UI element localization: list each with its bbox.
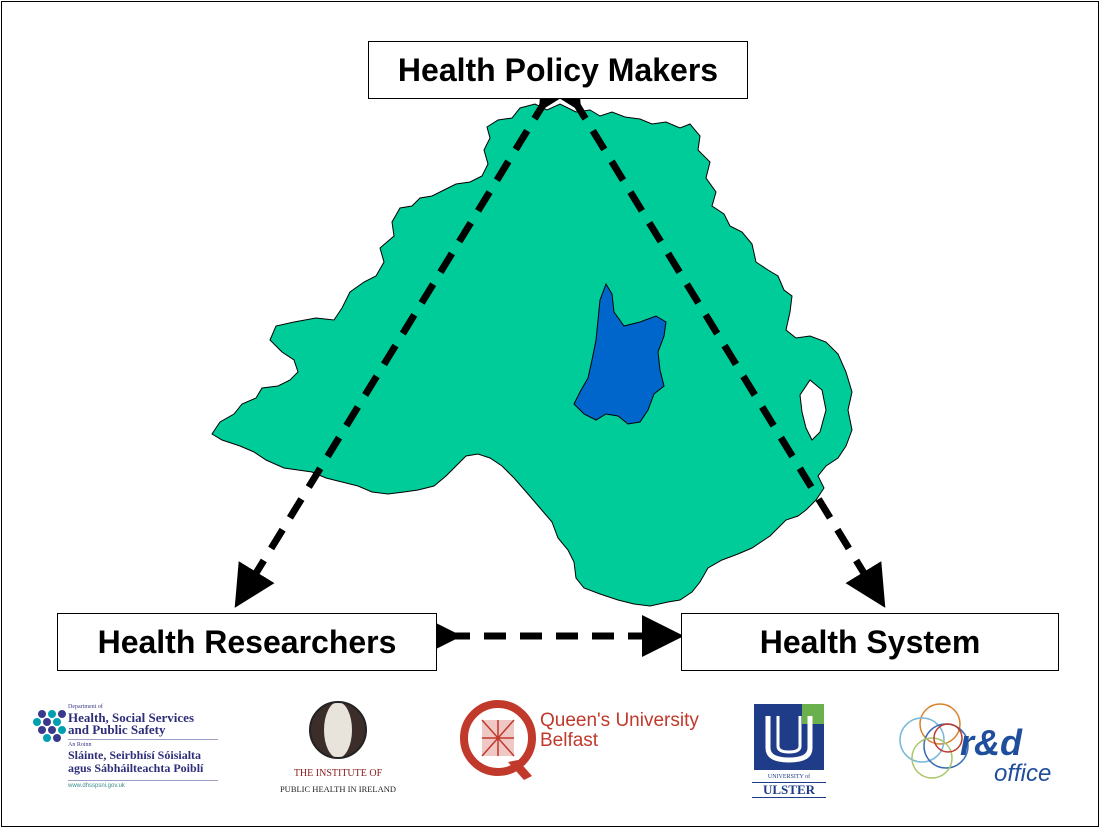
overlapping-rings-icon [899,703,969,779]
queens-university-logo: Queen's University Belfast [458,700,708,790]
health-policy-makers-box: Health Policy Makers [368,41,748,99]
rd-title: r&d [960,722,1022,763]
dhssps-irish-small-text: An Roinn [68,742,92,748]
dhssps-url: www.dhsspsni.gov.uk [68,783,125,789]
dhssps-irish-line1: Sláinte, Seirbhísí Sóisialta [68,748,202,762]
northern-ireland-map [211,103,853,607]
office-title: office [994,760,1052,787]
dhssps-logo: Department of Health, Social Services an… [30,700,230,800]
queens-q-emblem-icon [460,700,536,780]
ulster-title-line1: UNIVERSITY of [767,774,811,780]
dhssps-small-text: Department of [68,704,103,710]
ulster-university-logo: UNIVERSITY of ULSTER [752,704,826,800]
arrow-policy-to-system [541,65,886,608]
health-system-box: Health System [681,613,1059,671]
arrow-policy-to-researchers [234,65,579,608]
health-system-label: Health System [759,623,981,660]
iph-title-line2: PUBLIC HEALTH IN IRELAND [279,784,397,794]
ulster-u-emblem-icon [754,704,824,770]
iph-title-line1: THE INSTITUTE OF [293,768,383,779]
health-policy-makers-label: Health Policy Makers [397,51,719,88]
queens-title-line2: Belfast [540,730,599,751]
iph-logo: THE INSTITUTE OF PUBLIC HEALTH IN IRELAN… [268,696,408,806]
health-researchers-box: Health Researchers [57,613,437,671]
ulster-title-line2: ULSTER [752,782,826,798]
dhssps-irish-line2: agus Sábháilteachta Poiblí [68,761,204,775]
hexagon-cluster-icon [33,710,66,742]
iph-emblem-icon [309,701,367,759]
health-researchers-label: Health Researchers [97,623,397,660]
rd-office-logo: r&d office [890,700,1090,800]
dhssps-title-line1: Health, Social Services [68,710,195,725]
dhssps-title-line2: and Public Safety [68,722,166,737]
queens-title-line1: Queen's University [540,710,699,731]
